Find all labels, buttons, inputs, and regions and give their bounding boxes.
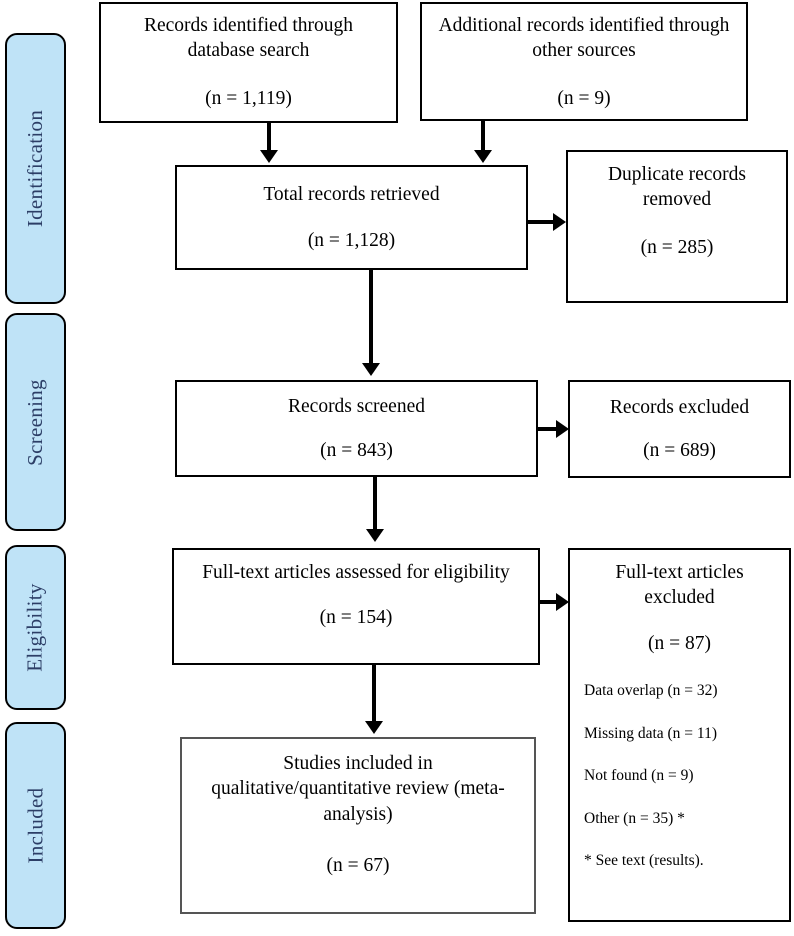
exclusion-reason-item: Data overlap (n = 32) <box>584 682 718 700</box>
connector-other-sources-to-total <box>481 121 485 152</box>
box-records-screened: Records screened (n = 843) <box>175 380 538 477</box>
connector-total-to-duplicates <box>528 220 555 224</box>
stage-label-screening-text: Screening <box>23 378 48 466</box>
box-total-retrieved-count: (n = 1,128) <box>307 229 396 251</box>
box-records-screened-title: Records screened <box>288 396 425 418</box>
stage-label-screening: Screening <box>5 313 66 531</box>
box-records-excluded-title: Records excluded <box>609 396 750 418</box>
stage-label-identification-text: Identification <box>23 109 48 228</box>
stage-label-included: Included <box>5 722 66 929</box>
stage-label-included-text: Included <box>23 787 47 864</box>
box-records-identified-database-search: Records identified through database sear… <box>99 2 398 123</box>
connector-database-to-total <box>267 123 271 152</box>
connector-fulltext-to-included <box>372 665 376 723</box>
arrow-screened-to-excluded <box>556 420 569 438</box>
stage-label-eligibility-text: Eligibility <box>23 583 48 672</box>
box-records-excluded: Records excluded (n = 689) <box>568 380 791 478</box>
box-records-excluded-count: (n = 689) <box>643 440 716 461</box>
connector-screened-to-excluded <box>538 427 560 431</box>
exclusion-reason-item: Missing data (n = 11) <box>584 724 718 742</box>
box-other-sources-title: Additional records identified through ot… <box>438 15 730 62</box>
box-additional-records-other-sources: Additional records identified through ot… <box>420 2 748 121</box>
stage-label-eligibility: Eligibility <box>5 545 66 710</box>
connector-screened-to-fulltext <box>373 477 377 529</box>
connector-total-to-screened <box>369 270 373 365</box>
box-fulltext-articles-excluded: Full-text articles excluded (n = 87) Dat… <box>568 548 791 922</box>
box-duplicates-title: Duplicate records removed <box>607 164 747 211</box>
exclusion-footnote: * See text (results). <box>584 852 704 870</box>
box-studies-included-count: (n = 67) <box>326 855 390 877</box>
box-fulltext-assessed-count: (n = 154) <box>319 607 393 629</box>
box-fulltext-excluded-title: Full-text articles excluded <box>615 562 744 609</box>
box-total-retrieved-title: Total records retrieved <box>263 184 440 206</box>
arrow-fulltext-to-included <box>365 721 383 734</box>
exclusion-reason-item: Other (n = 35) * <box>584 809 685 827</box>
arrow-total-to-screened <box>362 363 380 376</box>
box-duplicates-count: (n = 285) <box>640 236 714 258</box>
box-fulltext-assessed-title: Full-text articles assessed for eligibil… <box>202 562 510 583</box>
box-database-search-title: Records identified through database sear… <box>143 15 354 62</box>
box-total-records-retrieved: Total records retrieved (n = 1,128) <box>175 165 528 270</box>
exclusion-reason-item: Not found (n = 9) <box>584 767 694 785</box>
stage-label-identification: Identification <box>5 33 66 304</box>
arrow-screened-to-fulltext <box>366 529 384 542</box>
box-fulltext-articles-assessed: Full-text articles assessed for eligibil… <box>172 548 540 665</box>
arrow-total-to-duplicates <box>553 213 566 231</box>
connector-fulltext-to-excluded <box>540 600 560 604</box>
box-database-search-count: (n = 1,119) <box>205 87 292 109</box>
box-studies-included-title: Studies included in qualitative/quantita… <box>211 753 505 825</box>
box-other-sources-count: (n = 9) <box>557 87 611 109</box>
box-duplicate-records-removed: Duplicate records removed (n = 285) <box>566 150 788 303</box>
arrow-other-sources-to-total <box>474 150 492 163</box>
arrow-database-to-total <box>260 150 278 163</box>
box-fulltext-excluded-count: (n = 87) <box>648 632 711 654</box>
box-records-screened-count: (n = 843) <box>320 439 393 461</box>
box-studies-included: Studies included in qualitative/quantita… <box>180 737 536 914</box>
arrow-fulltext-to-excluded <box>556 593 569 611</box>
